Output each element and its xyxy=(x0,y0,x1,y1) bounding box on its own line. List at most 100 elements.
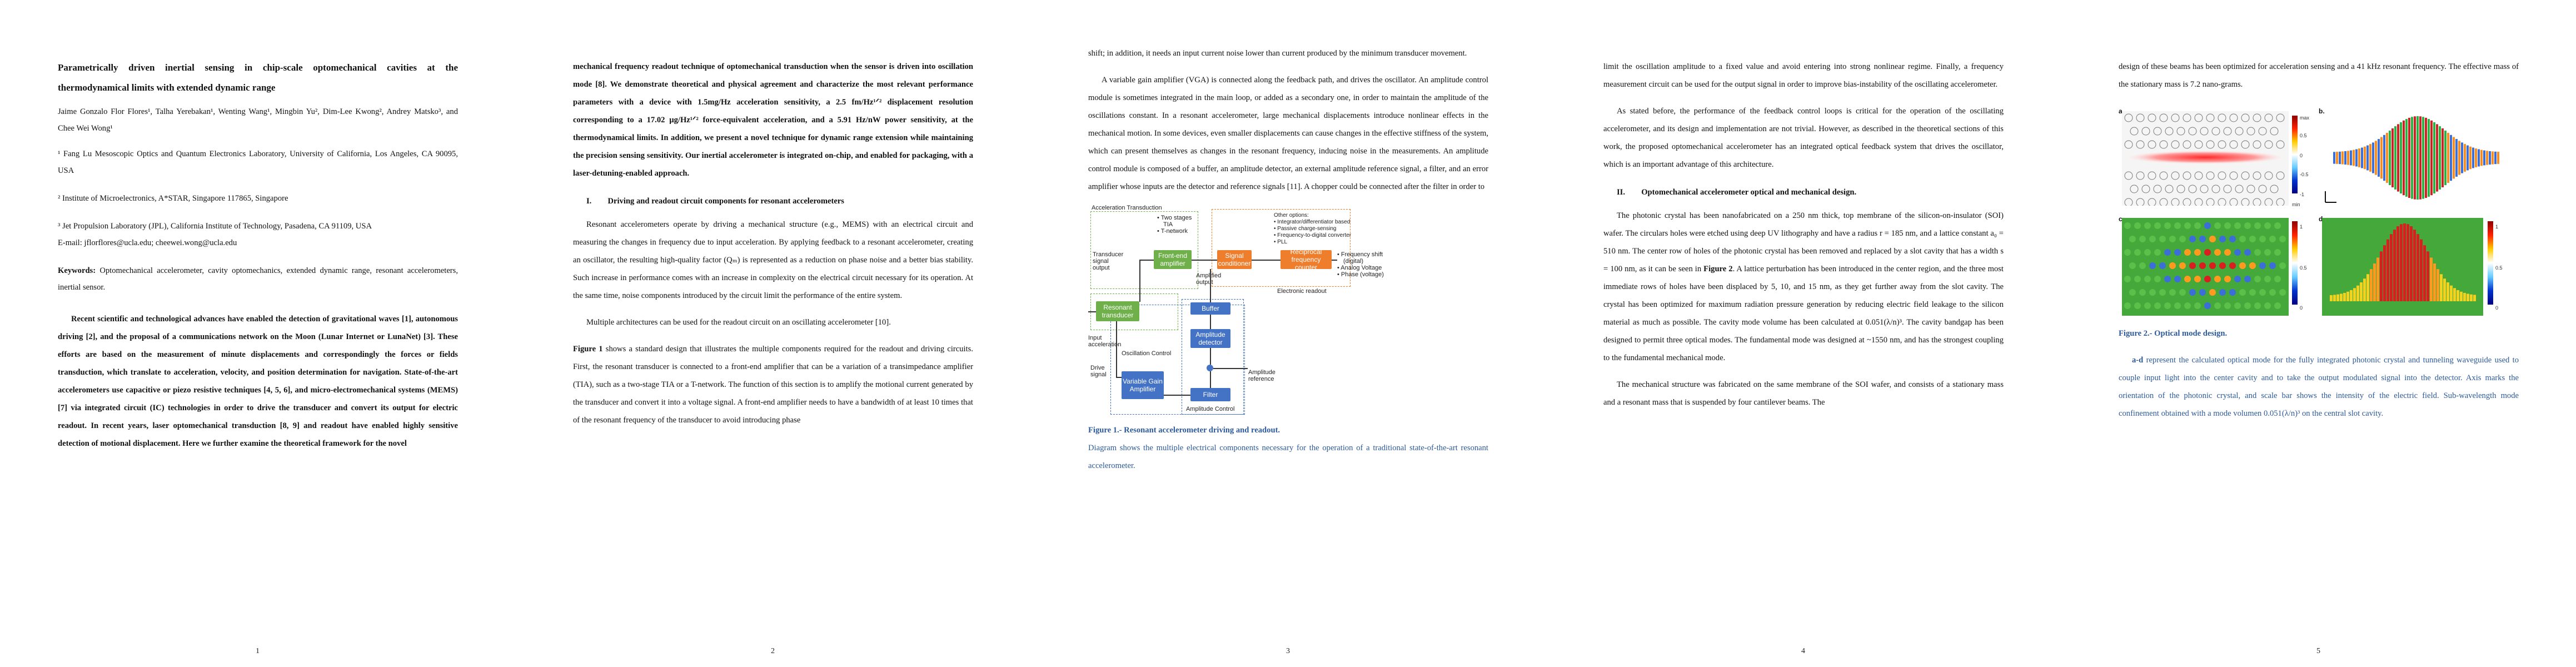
amplitude-detector-box[interactable]: Amplitude detector xyxy=(1190,329,1230,348)
region-label: Amplitude Control xyxy=(1186,406,1235,412)
mode-bar xyxy=(2393,230,2396,301)
crystal-hole xyxy=(2253,171,2261,180)
crystal-hole xyxy=(2159,113,2168,122)
crystal-hole xyxy=(2188,127,2197,136)
crystal-hole xyxy=(2241,171,2250,180)
crystal-hole xyxy=(2206,198,2215,206)
crystal-hole xyxy=(2183,113,2191,122)
crystal-hole xyxy=(2264,171,2273,180)
mode-dot xyxy=(2274,276,2281,282)
figure-ref-link[interactable]: Figure 2 xyxy=(1703,265,1733,273)
paragraph-text: The photonic crystal has been nanofabric… xyxy=(1603,211,2004,273)
crystal-hole xyxy=(2183,171,2191,180)
page-1: Parametrically driven inertial sensing i… xyxy=(0,0,515,667)
crystal-hole xyxy=(2206,140,2215,149)
page-number: 4 xyxy=(1801,647,1805,655)
colorbar-tick: 1 xyxy=(2495,224,2499,230)
mode-dot xyxy=(2179,236,2186,242)
colorbar-max: max xyxy=(2300,115,2310,121)
crystal-hole xyxy=(2136,140,2145,149)
mode-bar xyxy=(2447,132,2449,183)
page-5: design of these beams has been optimized… xyxy=(2061,0,2576,667)
output-line: • Phase (voltage) xyxy=(1337,271,1384,278)
mode-bar xyxy=(2378,139,2380,177)
mode-dot xyxy=(2199,289,2206,296)
mode-dot xyxy=(2234,222,2241,229)
caption-text: represent the calculated optical mode fo… xyxy=(2119,356,2519,418)
mode-bar xyxy=(2443,278,2446,301)
reciprocal-frequency-counter-box[interactable]: Reciprocal frequency counter xyxy=(1280,248,1332,271)
mode-dot xyxy=(2134,276,2141,282)
page-1-column: Parametrically driven inertial sensing i… xyxy=(58,58,458,461)
mode-dot xyxy=(2204,249,2211,256)
figure-ref-link[interactable]: Figure 1 xyxy=(573,345,603,354)
paragraph-text: shows a standard design that illustrates… xyxy=(573,345,973,425)
mode-bar xyxy=(2389,130,2391,186)
mode-bar xyxy=(2361,147,2363,168)
mode-bar xyxy=(2350,150,2352,166)
keywords-text: Optomechanical accelerometer, cavity opt… xyxy=(58,266,458,292)
output-line: (digital) xyxy=(1337,258,1364,265)
signal-conditioner-box[interactable]: Signal conditioner xyxy=(1217,250,1252,269)
paragraph: A variable gain amplifier (VGA) is conne… xyxy=(1088,76,1488,191)
crystal-hole xyxy=(2241,113,2250,122)
mode-bar xyxy=(2396,226,2399,301)
mode-bar xyxy=(2453,137,2455,179)
mode-bar xyxy=(2406,224,2409,301)
mode-dot xyxy=(2139,262,2146,269)
mode-bar xyxy=(2411,117,2413,199)
crystal-hole xyxy=(2264,113,2273,122)
paragraph: As stated before, the performance of the… xyxy=(1603,107,2004,169)
crystal-hole xyxy=(2124,140,2133,149)
mode-dot xyxy=(2229,289,2236,296)
mode-dot xyxy=(2224,222,2231,229)
mode-dot xyxy=(2169,236,2176,242)
resonant-transducer-box[interactable]: Resonant transducer xyxy=(1096,301,1139,321)
crystal-hole xyxy=(2276,198,2285,206)
connector xyxy=(1139,260,1140,302)
crystal-hole xyxy=(2211,185,2220,193)
crystal-hole xyxy=(2194,140,2203,149)
page-2: mechanical frequency readout technique o… xyxy=(515,0,1030,667)
mode-bar xyxy=(2353,150,2355,166)
option-line: • Integrator/differentiator based xyxy=(1274,219,1351,225)
mode-dot xyxy=(2189,236,2196,242)
mode-bar xyxy=(2450,285,2453,301)
page-4: limit the oscillation amplitude to a fix… xyxy=(1546,0,2061,667)
connector xyxy=(1164,395,1190,396)
readout-options: Other options: • Integrator/differentiat… xyxy=(1274,212,1351,246)
mode-dot xyxy=(2154,302,2161,309)
mode-bar xyxy=(2416,116,2419,200)
front-end-amplifier-box[interactable]: Front-end amplifier xyxy=(1154,250,1192,269)
mode-bar xyxy=(2464,144,2466,172)
crystal-hole xyxy=(2223,185,2232,193)
crystal-hole xyxy=(2211,127,2220,136)
readout-outputs: • Frequency shift (digital) • Analog Vol… xyxy=(1337,251,1398,278)
mode-bar xyxy=(2440,274,2443,301)
mode-bar xyxy=(2430,257,2433,301)
crystal-hole xyxy=(2136,171,2145,180)
buffer-box[interactable]: Buffer xyxy=(1190,302,1230,315)
option-line: • Two stages xyxy=(1157,215,1192,221)
paper-title: Parametrically driven inertial sensing i… xyxy=(58,62,458,93)
figure-2: a. max 0.5 0 -0.5 -1 min b. xyxy=(2119,102,2519,319)
paragraph: shift; in addition, it needs an input cu… xyxy=(1088,49,1467,58)
page-number: 5 xyxy=(2316,647,2320,655)
region-label: Acceleration Transduction xyxy=(1092,205,1162,211)
mode-dot xyxy=(2159,236,2166,242)
filter-box[interactable]: Filter xyxy=(1190,388,1230,401)
crystal-hole xyxy=(2165,127,2174,136)
mode-dot xyxy=(2139,236,2146,242)
contact-email[interactable]: E-mail: jflorflores@ucla.edu; cheewei.wo… xyxy=(58,238,237,247)
mode-dot xyxy=(2134,249,2141,256)
mode-dot xyxy=(2189,289,2196,296)
crystal-hole xyxy=(2159,171,2168,180)
variable-gain-amplifier-box[interactable]: Variable Gain Amplifier xyxy=(1122,371,1164,399)
mode-bar xyxy=(2386,239,2389,301)
mode-bar xyxy=(2442,128,2444,187)
mode-dot xyxy=(2269,262,2276,269)
crystal-hole xyxy=(2171,113,2180,122)
amplitude-reference-label: Amplitude reference xyxy=(1248,369,1275,382)
mode-bar xyxy=(2413,230,2416,301)
mode-dot xyxy=(2174,302,2181,309)
